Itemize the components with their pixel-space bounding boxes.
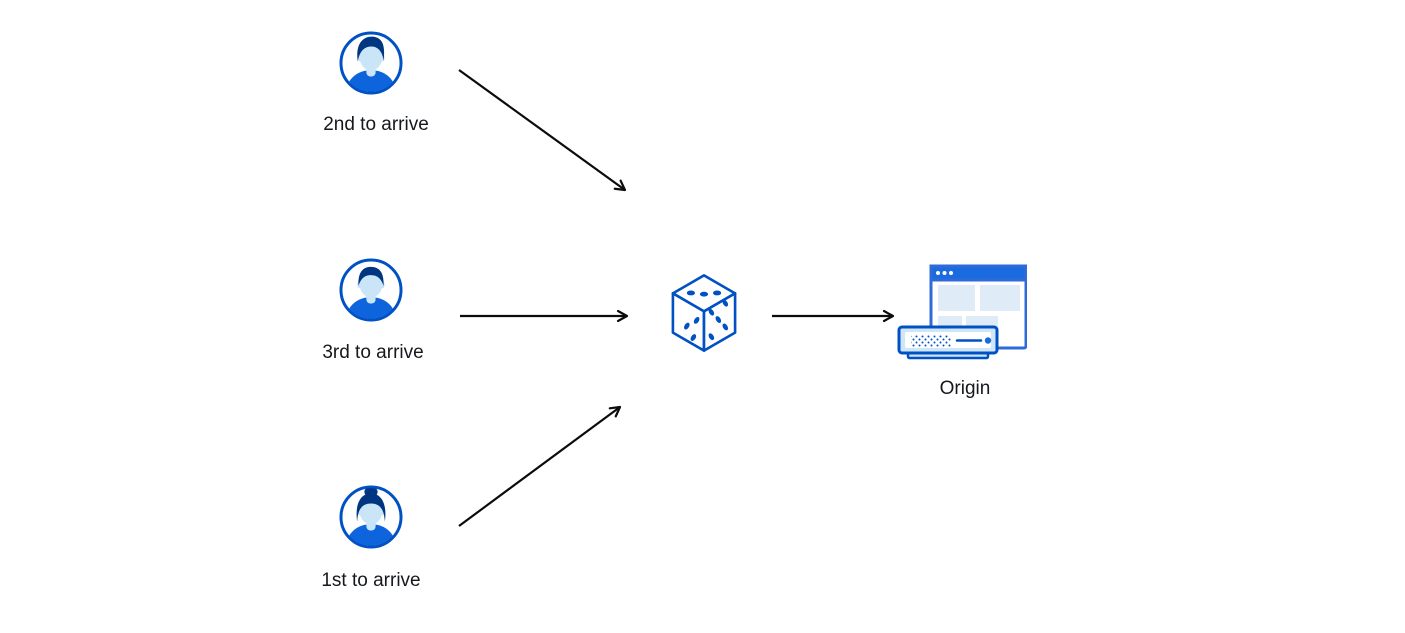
user-node-3rd [338,257,404,323]
origin-server-browser-icon [897,264,1027,360]
user-label-2nd: 2nd to arrive [323,114,429,135]
arrow-user1-to-dice [458,405,622,527]
browser-titlebar [929,264,1027,282]
user-label-3rd: 3rd to arrive [322,342,424,363]
origin-label: Origin [939,378,991,399]
dice-icon [671,274,737,352]
dice-node [668,271,740,355]
user-node-2nd [338,30,404,96]
user-label-1st: 1st to arrive [321,570,421,591]
user-node-1st [338,484,404,550]
female-avatar-bun-icon [339,485,403,549]
arrow-user2-to-dice [458,69,627,192]
male-avatar-swept-hair-icon [339,31,403,95]
male-avatar-short-hair-icon [339,258,403,322]
origin-node [897,263,1027,363]
server-box [897,325,999,360]
